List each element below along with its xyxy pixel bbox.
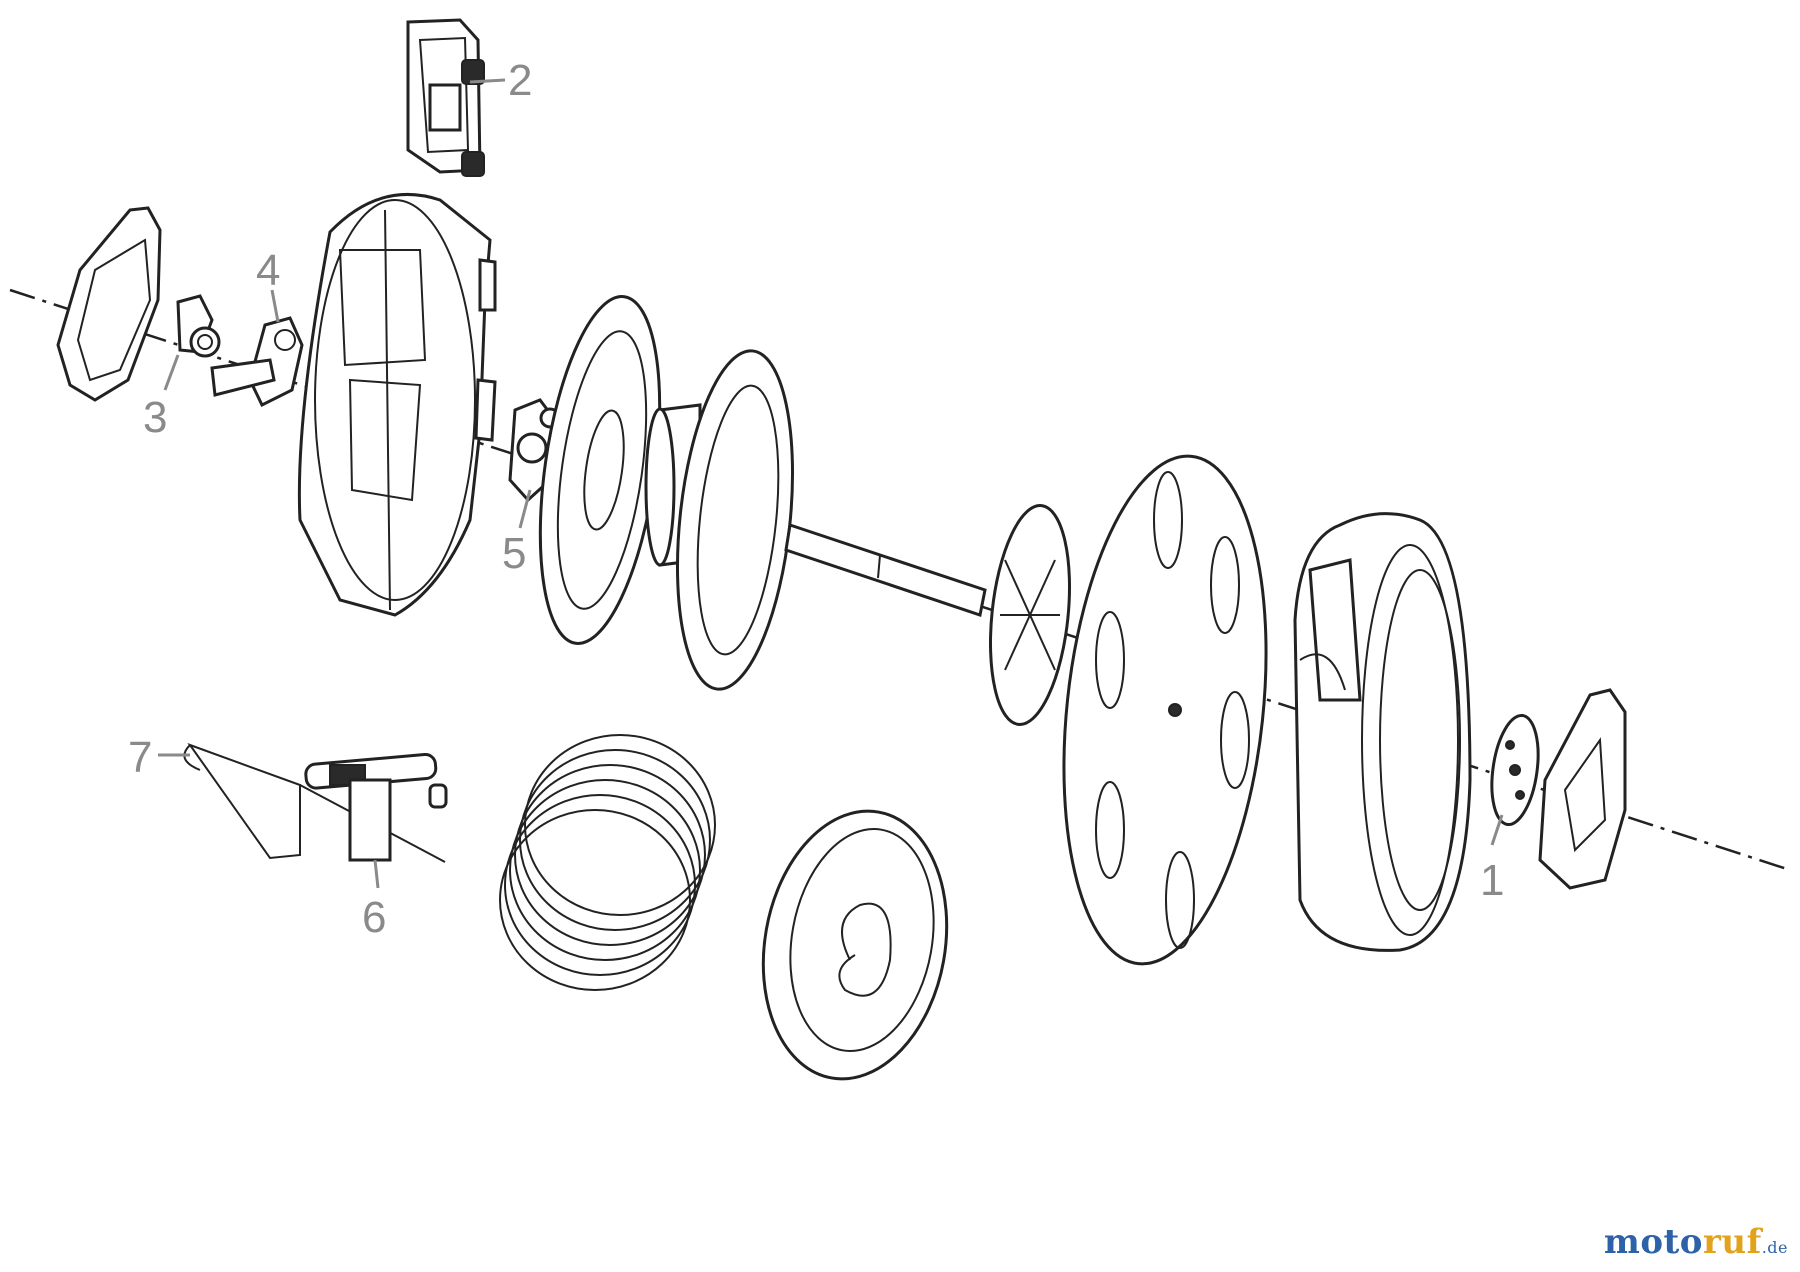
part-spoked-disc [988,504,1072,726]
watermark-part1: moto [1603,1222,1703,1262]
part-ring-disc [675,349,795,691]
leader-line-5 [518,489,532,529]
callout-4: 4 [256,246,280,295]
leader-line-3 [163,354,180,391]
leader-line-1 [1490,814,1504,846]
leader-line-2 [469,78,506,84]
part-reel-drum [1293,512,1472,952]
part-shaft [784,523,987,617]
watermark-part3: .de [1761,1238,1788,1257]
part-spiral-spring [761,809,949,1081]
callout-7: 7 [128,733,152,782]
part-left-end-cap [56,206,221,402]
callout-3: 3 [143,393,167,442]
callout-5: 5 [502,529,526,578]
callout-1: 1 [1480,856,1504,905]
watermark-part2: ruf [1702,1222,1762,1262]
part-small-cap [1490,713,1540,827]
leader-line-6 [373,859,380,889]
part-wheel-plate [1062,454,1268,966]
part-main-housing [297,193,497,617]
callout-2: 2 [508,56,532,105]
part-bracket-handle [406,18,485,177]
part-coil [499,734,716,991]
part-crank-handle [183,742,448,863]
part-gear-plate [538,295,662,645]
callout-6: 6 [362,893,386,942]
watermark-logo: motoruf.de [1604,1222,1788,1262]
leader-line-4 [270,289,280,323]
part-right-end-cap [1538,688,1627,890]
part-latch [210,316,304,408]
